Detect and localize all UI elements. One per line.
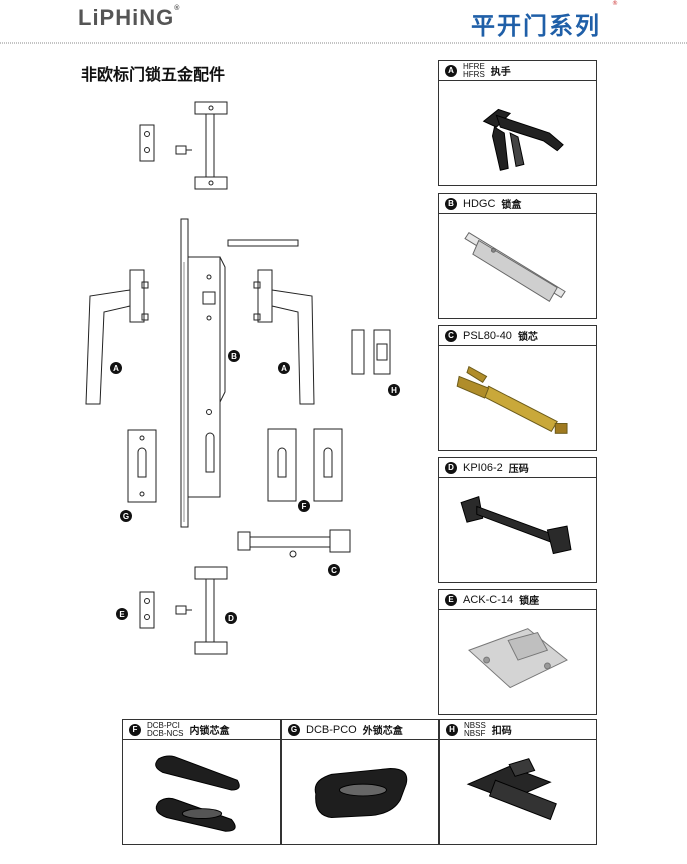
panel-keeper: D KPI06-2 压码: [438, 457, 597, 583]
lock-assembly-drawing: [85, 101, 391, 655]
strike-plate-photo: [440, 741, 596, 844]
inner-cylinder-box-photo: [123, 741, 280, 844]
diagram-label-d: D: [225, 612, 237, 624]
cylinder-photo: [439, 347, 596, 450]
diagram-label-e: E: [116, 608, 128, 620]
lock-body-photo: [439, 215, 596, 318]
diagram-label-h: H: [388, 384, 400, 396]
panel-striker: E ACK-C-14 锁座: [438, 589, 597, 715]
series-registered-mark: ®: [612, 0, 618, 7]
striker-photo: [439, 611, 596, 714]
diagram-label-a-left: A: [110, 362, 122, 374]
outer-cylinder-box-photo: [282, 741, 438, 844]
handle-photo: [439, 82, 596, 185]
panel-cylinder: C PSL80-40 锁芯: [438, 325, 597, 451]
series-title: 平开门系列: [471, 12, 601, 40]
diagram-label-b: B: [228, 350, 240, 362]
panel-letter: A: [445, 64, 457, 77]
keeper-photo: [439, 479, 596, 582]
brand-logo: LiPHiNG®: [78, 5, 181, 30]
diagram-label-f: F: [298, 500, 310, 512]
header-divider: [0, 42, 687, 44]
diagram-label-c: C: [328, 564, 340, 576]
diagram-label-g: G: [120, 510, 132, 522]
panel-lock-body: B HDGC 锁盒: [438, 193, 597, 319]
diagram-label-a-right: A: [278, 362, 290, 374]
panel-outer-cylinder-box: G DCB-PCO 外锁芯盒: [281, 719, 439, 845]
exploded-diagram: A B A H G F C E D: [80, 92, 425, 667]
section-title: 非欧标门锁五金配件: [81, 65, 226, 84]
